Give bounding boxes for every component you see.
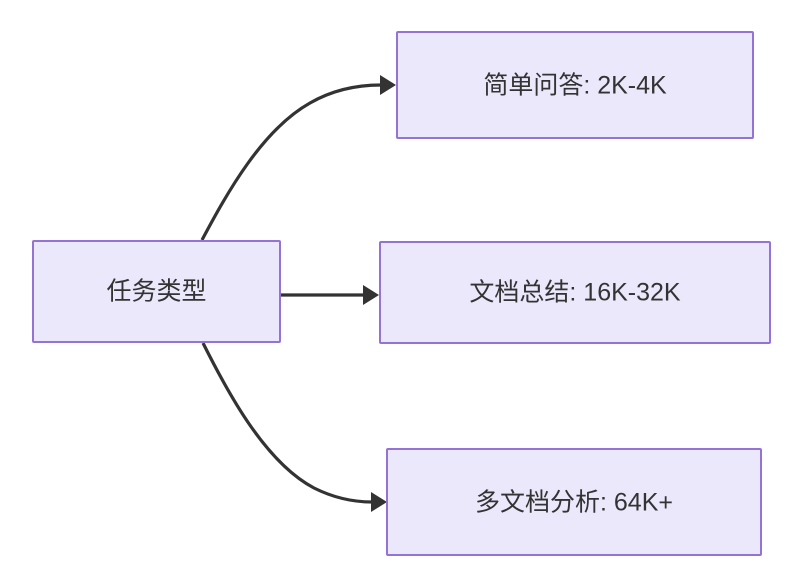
arrow-head-to-simple-qa (380, 75, 396, 95)
node-simple-qa-label: 简单问答: 2K-4K (483, 72, 667, 100)
edge-task-type-to-multi-doc-analysis (201, 342, 387, 512)
node-task-type-box[interactable] (32, 240, 281, 343)
edges-layer (200, 75, 396, 512)
edge-path-to-simple-qa (200, 83, 382, 241)
node-task-type-label: 任务类型 (106, 278, 206, 306)
edge-task-type-to-doc-summary (281, 285, 379, 305)
edge-task-type-to-simple-qa (200, 75, 396, 241)
node-doc-summary-label: 文档总结: 16K-32K (469, 279, 681, 307)
node-doc-summary-box[interactable] (379, 241, 771, 344)
edge-path-to-multi-doc-analysis (201, 342, 373, 504)
node-multi-doc-analysis-box[interactable] (386, 448, 762, 556)
node-multi-doc-analysis[interactable]: 多文档分析: 64K+ (386, 448, 762, 556)
node-doc-summary[interactable]: 文档总结: 16K-32K (379, 241, 771, 344)
node-multi-doc-analysis-label: 多文档分析: 64K+ (475, 489, 673, 517)
arrow-head-to-doc-summary (363, 285, 379, 305)
node-task-type[interactable]: 任务类型 (32, 240, 281, 343)
node-simple-qa[interactable]: 简单问答: 2K-4K (396, 31, 754, 139)
arrow-head-to-multi-doc-analysis (371, 492, 387, 512)
nodes-layer: 任务类型 简单问答: 2K-4K 文档总结: 16K-32K 多文档分析: 64… (32, 31, 771, 556)
node-simple-qa-box[interactable] (396, 31, 754, 139)
